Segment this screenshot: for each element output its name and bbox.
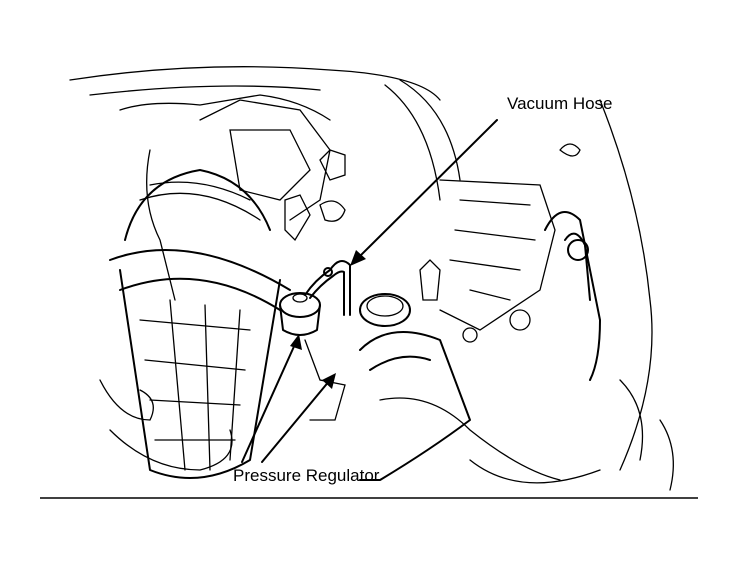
vacuum-hose-leader-line — [357, 119, 498, 259]
air-intake-duct — [109, 169, 291, 479]
pressure-regulator-leader-line-1 — [241, 341, 297, 463]
pressure-regulator-arrowhead-2 — [322, 373, 336, 389]
thermostat-housing — [359, 293, 471, 481]
vacuum-hose-label: Vacuum Hose — [507, 94, 613, 113]
engine-background-lines — [69, 66, 674, 491]
vacuum-hose — [304, 260, 351, 316]
pressure-regulator-leader-line-2 — [261, 379, 331, 463]
pressure-regulator-arrowhead-1 — [290, 334, 302, 350]
pressure-regulator-label: Pressure Regulator — [233, 466, 380, 485]
pressure-regulator — [279, 292, 346, 421]
vacuum-hose-arrowhead — [350, 250, 366, 266]
